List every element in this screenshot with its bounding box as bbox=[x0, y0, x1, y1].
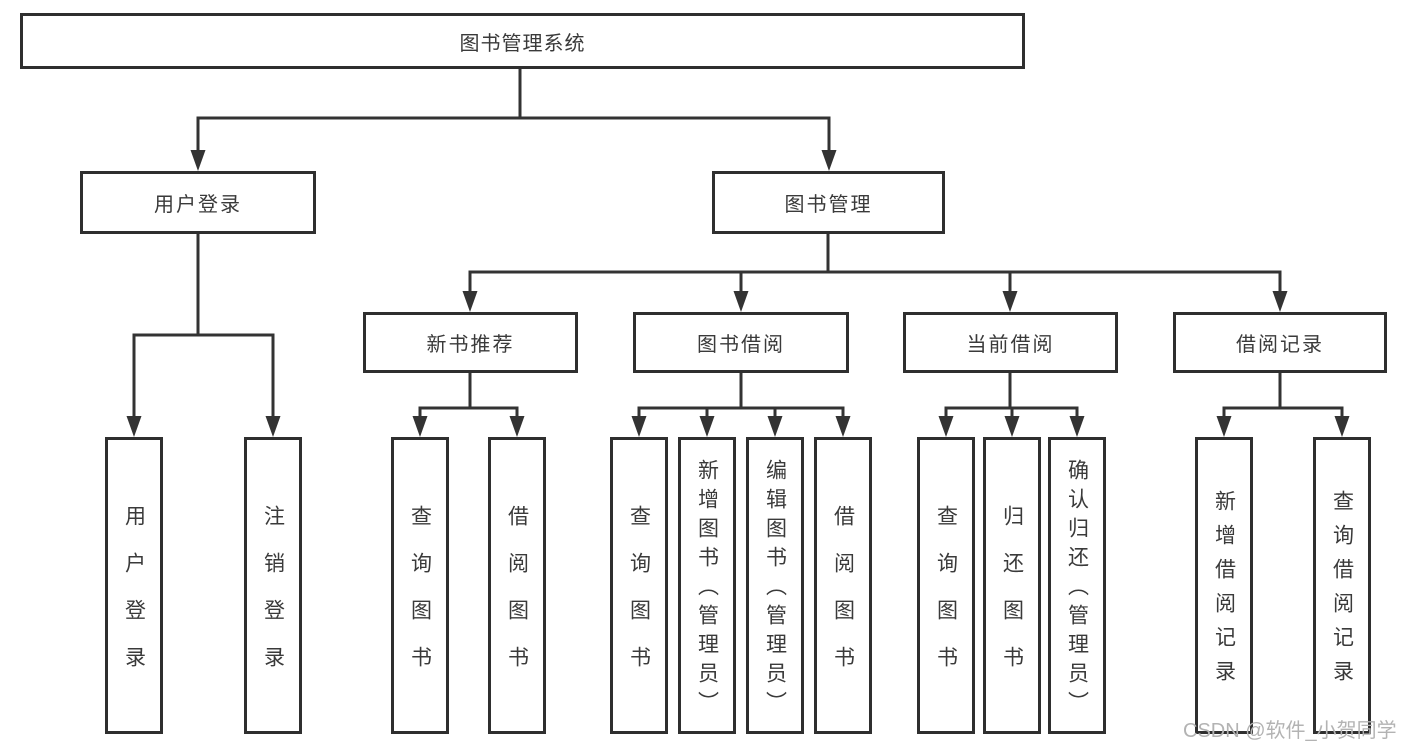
connector-borrowing-to-leaves bbox=[631, 373, 851, 437]
connector-bookmgmt-to-level3 bbox=[462, 234, 1288, 312]
connector-current-to-leaves bbox=[938, 373, 1085, 437]
leaf-newrec-query-book: 查询图书 bbox=[391, 437, 449, 734]
node-borrow-records: 借阅记录 bbox=[1173, 312, 1387, 373]
connector-userlogin-to-leaves bbox=[126, 234, 281, 437]
leaf-current-query-book: 查询图书 bbox=[917, 437, 975, 734]
leaf-return-book: 归还图书 bbox=[983, 437, 1041, 734]
node-new-book-recommend: 新书推荐 bbox=[363, 312, 578, 373]
leaf-logout-login: 注销登录 bbox=[244, 437, 302, 734]
node-current-borrowing: 当前借阅 bbox=[903, 312, 1118, 373]
connector-newrec-to-leaves bbox=[412, 373, 525, 437]
csdn-watermark: CSDN @软件_小贺同学 bbox=[1183, 720, 1397, 742]
connector-records-to-leaves bbox=[1216, 373, 1350, 437]
node-root-system: 图书管理系统 bbox=[20, 13, 1025, 69]
leaf-confirm-return-admin: 确认归还（管理员） bbox=[1048, 437, 1106, 734]
leaf-borrowing-query-book: 查询图书 bbox=[610, 437, 668, 734]
leaf-user-login: 用户登录 bbox=[105, 437, 163, 734]
leaf-query-borrow-record: 查询借阅记录 bbox=[1313, 437, 1371, 734]
node-book-borrowing: 图书借阅 bbox=[633, 312, 849, 373]
connector-root-to-level2 bbox=[190, 69, 837, 171]
leaf-add-borrow-record: 新增借阅记录 bbox=[1195, 437, 1253, 734]
leaf-add-book-admin: 新增图书（管理员） bbox=[678, 437, 736, 734]
leaf-newrec-borrow-book: 借阅图书 bbox=[488, 437, 546, 734]
node-book-management: 图书管理 bbox=[712, 171, 945, 234]
node-user-login-group: 用户登录 bbox=[80, 171, 316, 234]
leaf-borrowing-borrow-book: 借阅图书 bbox=[814, 437, 872, 734]
leaf-edit-book-admin: 编辑图书（管理员） bbox=[746, 437, 804, 734]
